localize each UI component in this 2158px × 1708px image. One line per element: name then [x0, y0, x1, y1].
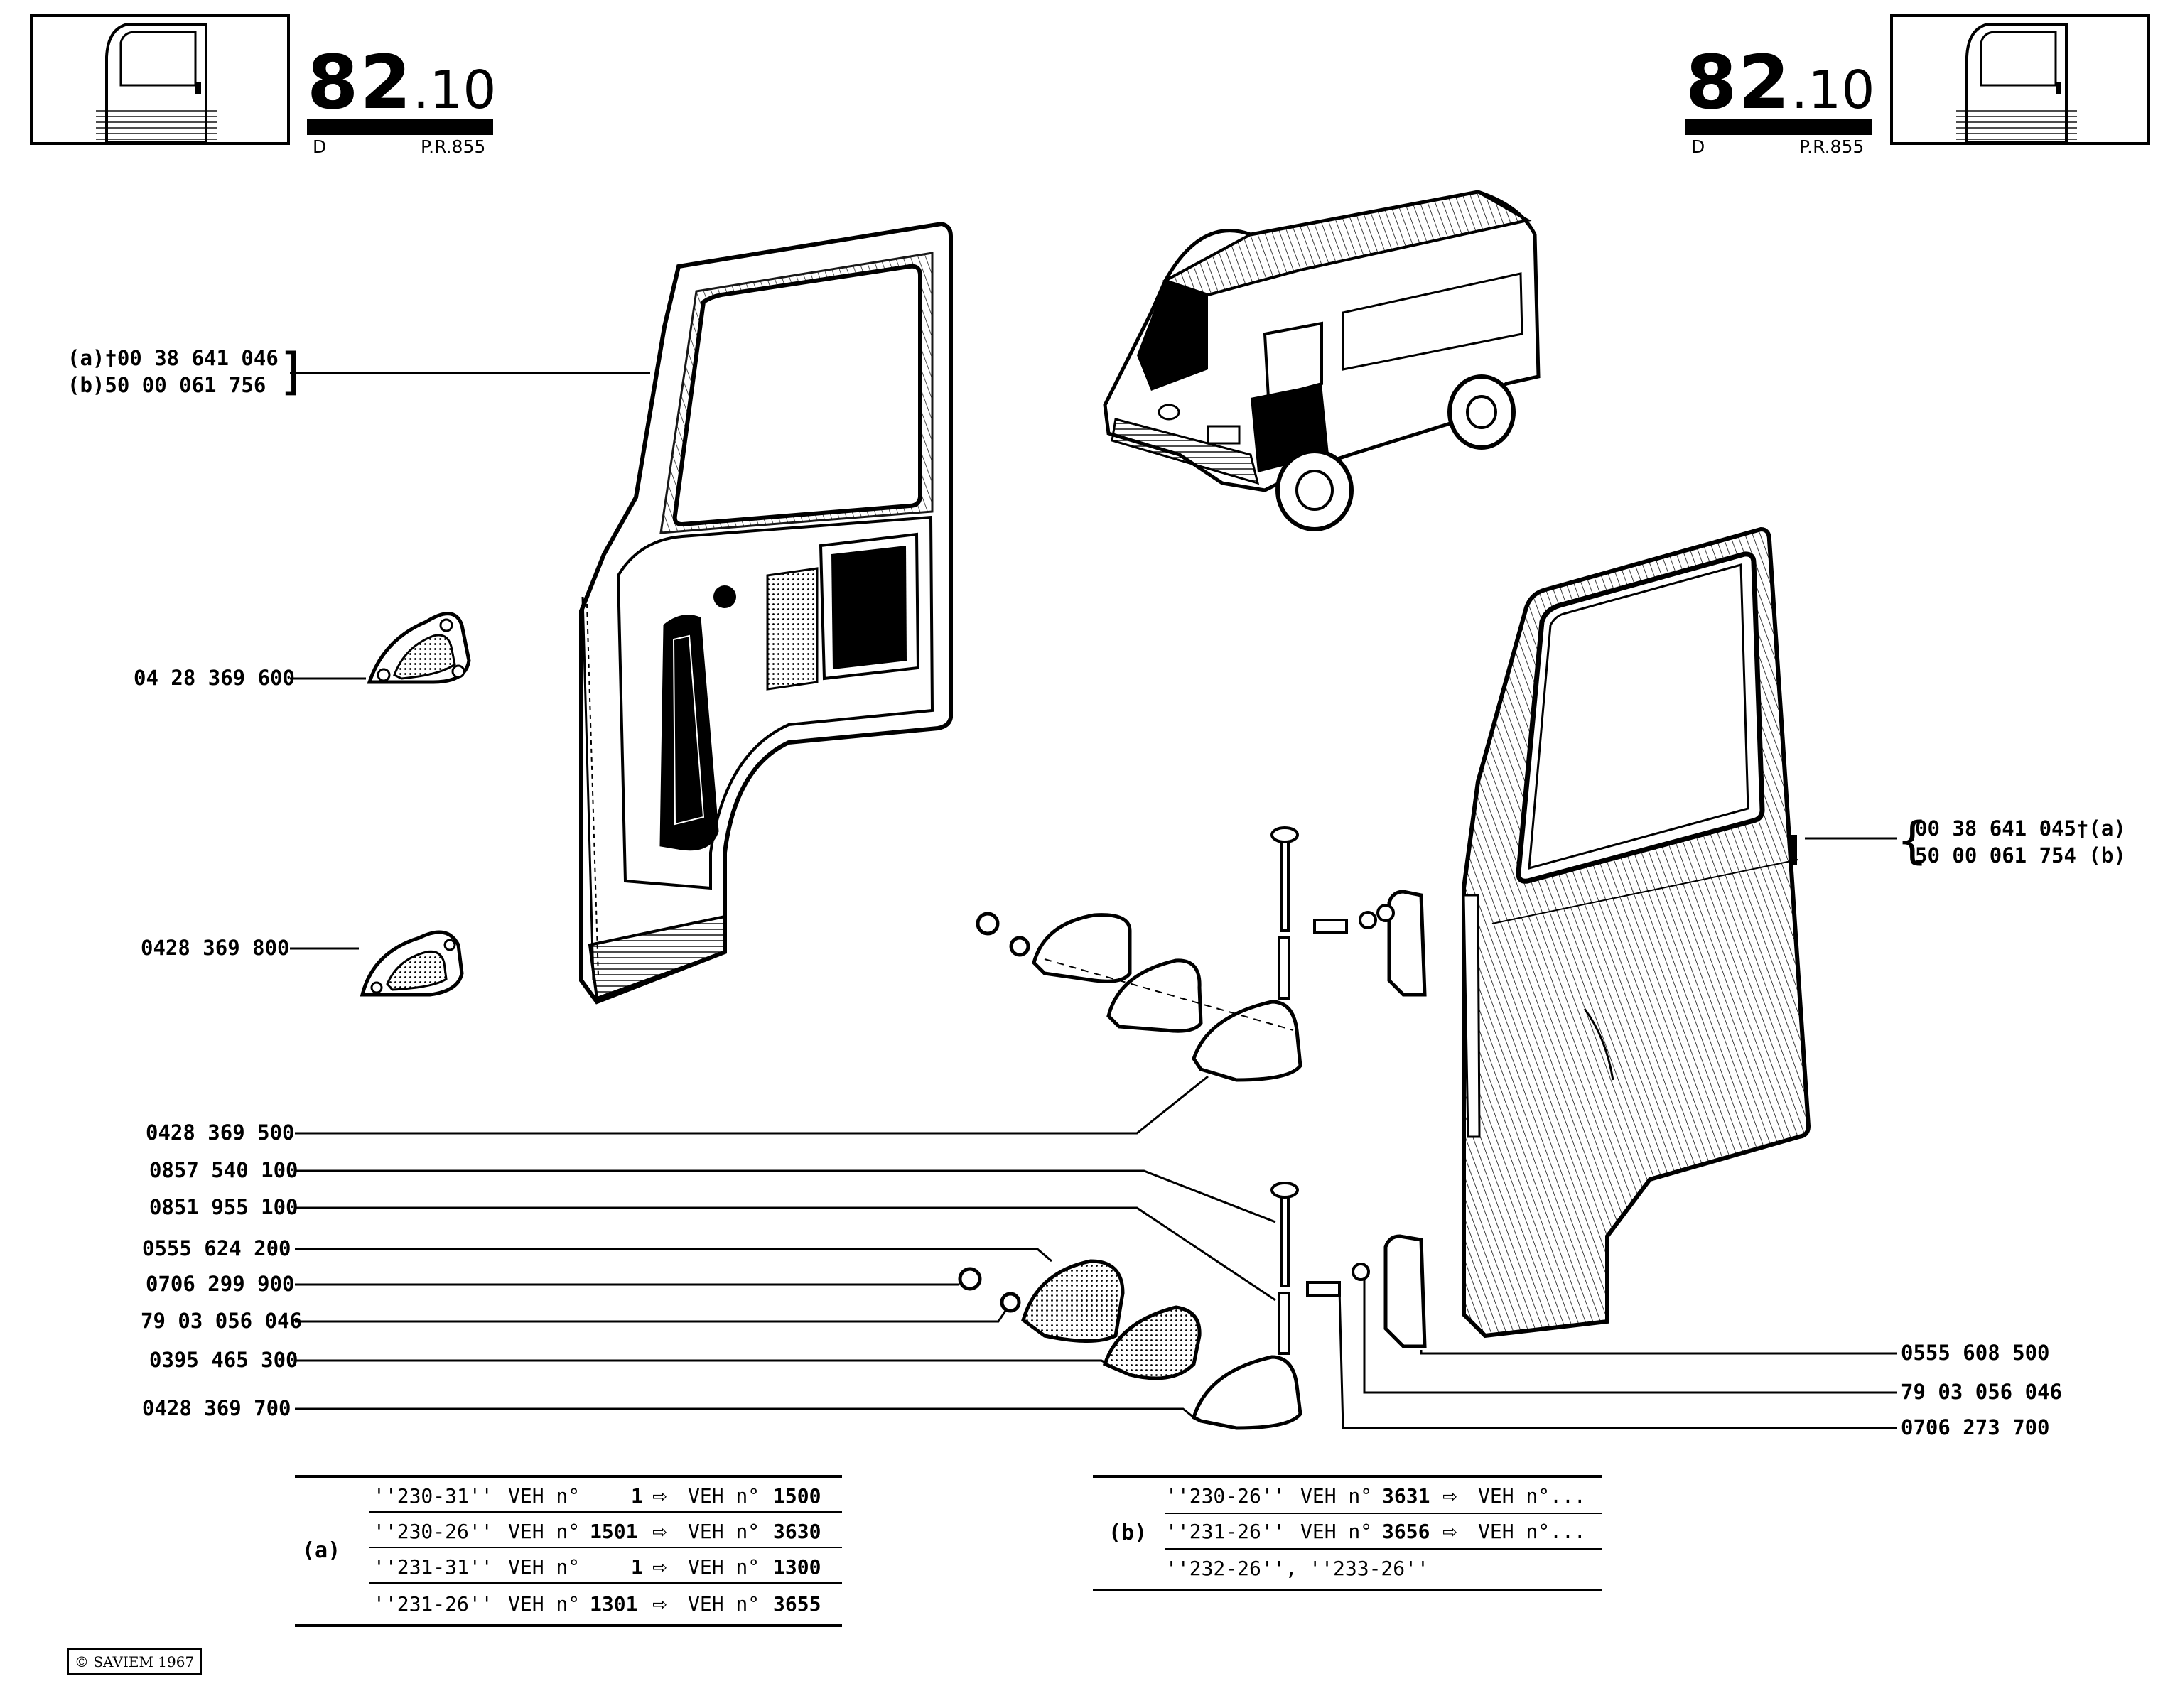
label-part-9: 0395 465 300 [149, 1348, 298, 1372]
label-part-2: 0428 369 800 [141, 936, 290, 960]
table-a-from: 1501 [590, 1520, 638, 1543]
table-b-veh: VEH n° [1300, 1520, 1373, 1543]
arrow-right-icon: ⇨ [652, 1589, 667, 1618]
copyright-stamp: © SAVIEM 1967 [67, 1648, 203, 1675]
table-a-to: 3630 [773, 1520, 821, 1543]
van-illustration [1103, 190, 1541, 531]
bracket-right-door: { [1897, 811, 1928, 870]
section-code-right: 82.10 [1685, 45, 1874, 119]
thumbnail-door-icon-right [1890, 14, 2150, 145]
table-a-veh2: VEH n° [688, 1555, 760, 1579]
arrow-right-icon: ⇨ [652, 1481, 667, 1510]
sub-left-pr: P.R.855 [421, 136, 486, 157]
table-a-to: 1500 [773, 1484, 821, 1508]
lower-hinge-assembly [958, 1182, 1427, 1430]
label-part-1: 04 28 369 600 [134, 666, 295, 690]
table-a-veh2: VEH n° [688, 1484, 760, 1508]
label-part-6: 0555 624 200 [142, 1236, 291, 1260]
section-code-major: 82 [1685, 39, 1791, 126]
table-a-from: 1301 [590, 1592, 638, 1616]
section-code-minor: .10 [412, 60, 497, 121]
table-b-model: ''231-26'' [1165, 1520, 1285, 1543]
table-b-frame [1093, 1475, 1602, 1591]
label-part-8: 79 03 056 046 [141, 1309, 302, 1333]
left-door-inner-panel [579, 221, 953, 1005]
sub-right-pr: P.R.855 [1799, 136, 1865, 157]
leader-lines [290, 372, 1897, 1429]
arrow-right-icon: ⇨ [652, 1517, 667, 1545]
table-a-to: 1300 [773, 1555, 821, 1579]
table-a-to: 3655 [773, 1592, 821, 1616]
label-part-5: 0851 955 100 [149, 1195, 298, 1219]
arrow-right-icon: ⇨ [1442, 1481, 1457, 1510]
table-a-tag: (a) [302, 1538, 341, 1563]
arrow-right-icon: ⇨ [652, 1552, 667, 1581]
door-pull-handle-lower [360, 930, 464, 997]
table-a-veh2: VEH n° [688, 1592, 760, 1616]
table-b-veh: VEH n° [1300, 1484, 1373, 1508]
bracket-left-door: ] [277, 342, 308, 401]
table-a-veh: VEH n° [508, 1520, 581, 1543]
header-rule-right [1685, 119, 1872, 135]
label-part-7: 0706 299 900 [146, 1272, 295, 1296]
section-code-minor: .10 [1791, 60, 1875, 121]
table-b-tag: (b) [1108, 1520, 1148, 1545]
thumbnail-door-icon-left [30, 14, 290, 145]
table-b-model: ''232-26'', ''233-26'' [1165, 1557, 1429, 1580]
section-code-major: 82 [307, 39, 413, 126]
door-pull-handle-upper [367, 612, 471, 684]
table-a-from: 1 [631, 1555, 643, 1579]
table-b-model: ''230-26'' [1165, 1484, 1285, 1508]
table-b-veh2: VEH n°... [1478, 1520, 1586, 1543]
label-part-3: 0428 369 500 [146, 1120, 295, 1145]
arrow-right-icon: ⇨ [1442, 1517, 1457, 1545]
header-rule-left [307, 119, 493, 135]
table-a-veh: VEH n° [508, 1592, 581, 1616]
label-part-4: 0857 540 100 [149, 1158, 298, 1182]
table-b-from: 3656 [1382, 1520, 1430, 1543]
table-a-model: ''230-26'' [373, 1520, 493, 1543]
right-door-outer-panel [1462, 526, 1811, 1339]
sub-left-letter: D [313, 136, 327, 157]
label-right-part-1: 0555 608 500 [1901, 1341, 2050, 1365]
table-a-frame [295, 1475, 842, 1627]
table-a-veh: VEH n° [508, 1555, 581, 1579]
label-right-door-b: 50 00 061 754 (b) [1915, 843, 2126, 867]
label-right-part-3: 0706 273 700 [1901, 1415, 2050, 1439]
table-a-veh: VEH n° [508, 1484, 581, 1508]
upper-hinge-assembly [976, 826, 1427, 1082]
label-right-door-a: 00 38 641 045†(a) [1915, 816, 2126, 841]
label-right-part-2: 79 03 056 046 [1901, 1380, 2062, 1404]
table-a-model: ''230-31'' [373, 1484, 493, 1508]
label-part-10: 0428 369 700 [142, 1396, 291, 1420]
section-code-left: 82.10 [307, 45, 496, 119]
table-b-from: 3631 [1382, 1484, 1430, 1508]
table-a-model: ''231-26'' [373, 1592, 493, 1616]
sub-right-letter: D [1691, 136, 1705, 157]
table-a-veh2: VEH n° [688, 1520, 760, 1543]
table-a-from: 1 [631, 1484, 643, 1508]
table-a-model: ''231-31'' [373, 1555, 493, 1579]
label-left-door-b: (b)50 00 061 756 [68, 373, 266, 397]
table-b-veh2: VEH n°... [1478, 1484, 1586, 1508]
label-left-door-a: (a)†00 38 641 046 [68, 346, 279, 370]
